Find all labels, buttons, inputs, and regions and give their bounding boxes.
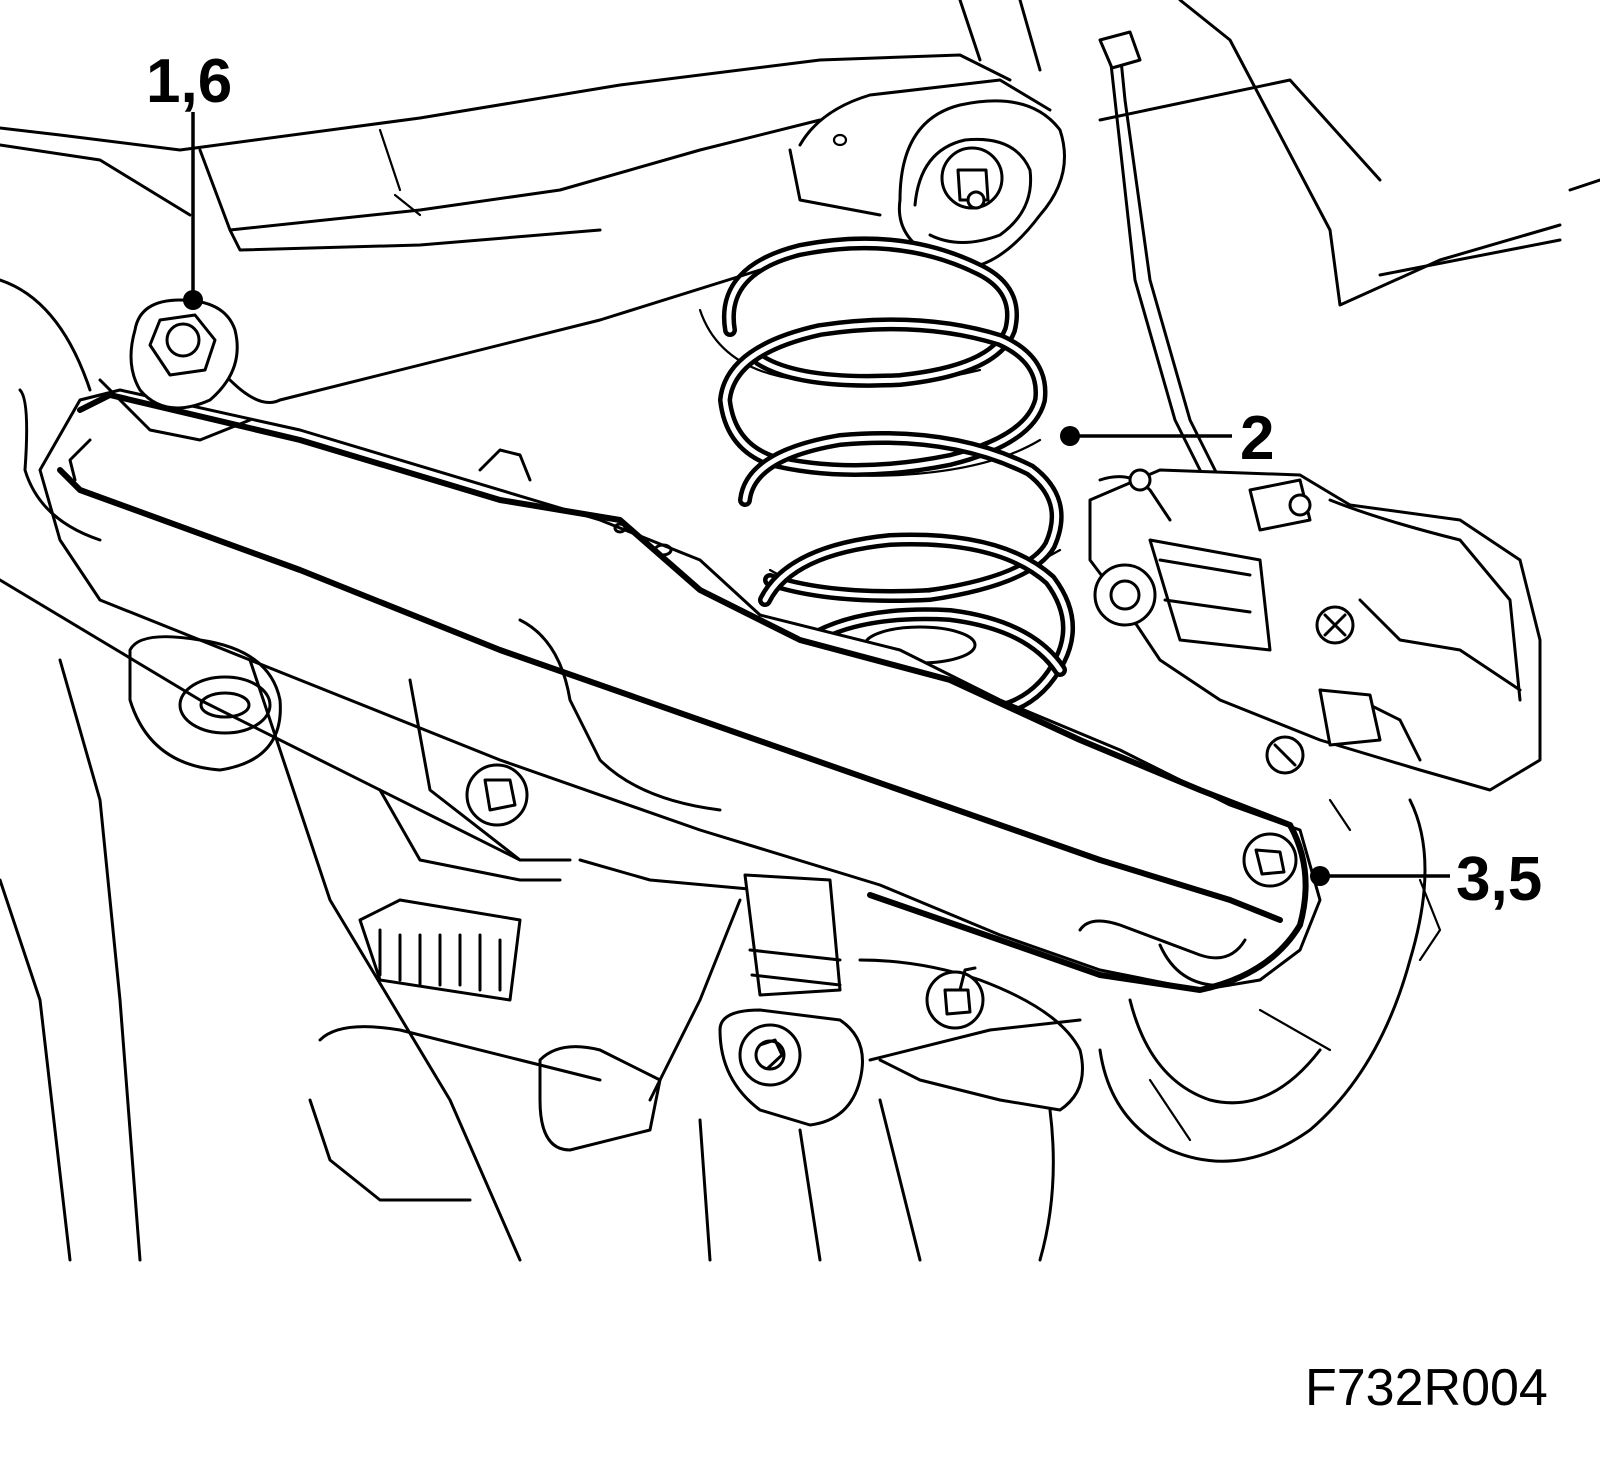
callout-3-5-marker bbox=[1310, 866, 1330, 886]
figure-code: F732R004 bbox=[1305, 1359, 1548, 1417]
callout-2-label: 2 bbox=[1240, 404, 1274, 473]
callout-leaders bbox=[183, 112, 1450, 886]
wheel-knuckle bbox=[858, 958, 1084, 1262]
strut-top-mount bbox=[788, 78, 1066, 267]
brake-caliper bbox=[1088, 468, 1542, 792]
callout-3-5-label: 3,5 bbox=[1456, 845, 1542, 914]
brake-disc bbox=[1098, 798, 1442, 1163]
lower-body-outline bbox=[0, 878, 662, 1262]
rear-subframe bbox=[0, 578, 762, 1262]
shock-absorber-lower bbox=[648, 873, 864, 1262]
lower-control-arm bbox=[38, 388, 1322, 993]
callout-1-6-label: 1,6 bbox=[146, 47, 232, 116]
callout-1-6-marker bbox=[183, 290, 203, 310]
upper-link bbox=[0, 268, 762, 542]
subframe-outline bbox=[0, 0, 1600, 307]
callout-2-marker bbox=[1060, 426, 1080, 446]
coil-spring bbox=[698, 236, 1075, 717]
